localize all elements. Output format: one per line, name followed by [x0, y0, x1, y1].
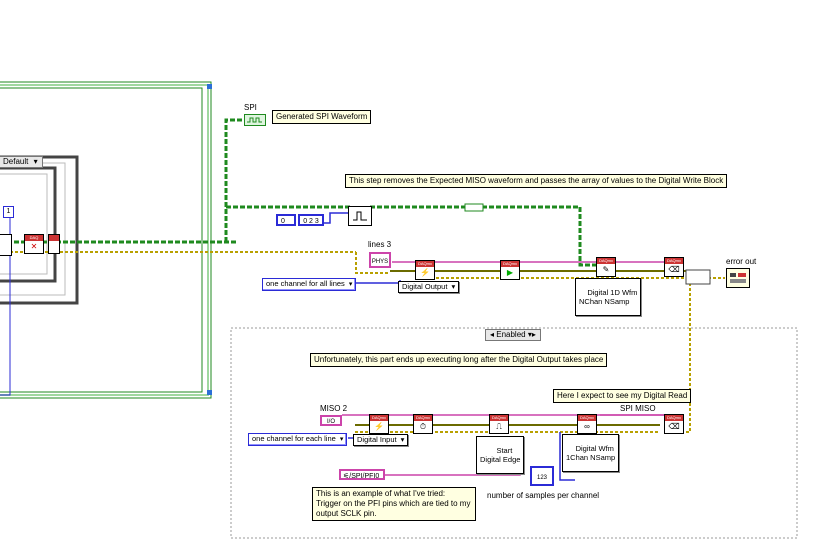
- digital-output-selector[interactable]: Digital Output▾: [398, 281, 460, 293]
- polyring-label: Start Digital Edge: [480, 446, 521, 464]
- case-selector-label: Default: [3, 157, 29, 166]
- digital-1d-wfm-selector[interactable]: Digital 1D Wfm NChan NSamp: [575, 278, 642, 316]
- enabled-label: Enabled: [496, 330, 526, 339]
- lines3-label: lines 3: [368, 240, 392, 249]
- polyring-label: Digital Wfm 1Chan NSamp: [566, 444, 616, 462]
- lines-constant[interactable]: PHYS: [369, 252, 391, 268]
- line-grouping-ring-all[interactable]: one channel for all lines▾: [262, 278, 357, 291]
- chevron-left-icon: ◂: [490, 330, 495, 339]
- num-samples-control[interactable]: 123: [530, 466, 554, 486]
- digital-wfm-1chan-selector[interactable]: Digital Wfm 1Chan NSamp: [562, 434, 620, 472]
- loop-corner-terminal: [207, 84, 212, 89]
- array-subset-icon[interactable]: [348, 206, 372, 226]
- start-digital-edge-selector[interactable]: Start Digital Edge: [476, 436, 525, 474]
- note-removes-expected-miso: This step removes the Expected MISO wave…: [345, 174, 728, 188]
- spi-miso-label: SPI MISO: [620, 404, 656, 413]
- num-samples-label: number of samples per channel: [487, 491, 600, 500]
- daqmx-create-channel-bottom[interactable]: DAQmx⚡: [369, 414, 389, 434]
- miso-constant[interactable]: I/O: [320, 415, 342, 426]
- spi-label: SPI: [244, 103, 257, 112]
- note-generated-spi-waveform: Generated SPI Waveform: [272, 110, 372, 124]
- note-expect-digital-read: Here I expect to see my Digital Read: [553, 389, 692, 403]
- note-unfortunately: Unfortunately, this part ends up executi…: [310, 353, 608, 367]
- chevron-down-icon: ▾▸: [527, 330, 536, 339]
- case-structure-frame[interactable]: [0, 155, 79, 305]
- chevron-down-icon: ▾: [400, 435, 405, 444]
- note-example-tried: This is an example of what I've tried: T…: [312, 487, 476, 521]
- loop-corner-terminal: [207, 390, 212, 395]
- tunnel-node: [48, 234, 60, 254]
- spi-indicator-icon[interactable]: [244, 114, 266, 126]
- line-grouping-ring-each[interactable]: one channel for each line▾: [248, 433, 348, 446]
- left-node[interactable]: [0, 234, 12, 256]
- digital-input-selector[interactable]: Digital Input▾: [353, 434, 409, 446]
- daqmx-subvi-left[interactable]: DAQ✕: [24, 234, 44, 254]
- chevron-down-icon: ▾: [339, 436, 344, 443]
- daqmx-clear-top[interactable]: DAQmx⌫: [664, 257, 684, 277]
- daqmx-clear-bottom[interactable]: DAQmx⌫: [664, 414, 684, 434]
- chevron-down-icon: ▾: [348, 281, 353, 288]
- error-out-label: error out: [726, 257, 757, 266]
- pfi-icon: ⚟: [343, 473, 350, 480]
- miso2-label: MISO 2: [320, 404, 348, 413]
- polyring-label: Digital Output: [402, 282, 448, 291]
- index-constant[interactable]: 0: [276, 214, 296, 226]
- error-out-icon[interactable]: [726, 268, 750, 288]
- daqmx-write[interactable]: DAQmx✎: [596, 257, 616, 277]
- array-constant-023[interactable]: 0 2 3: [298, 214, 324, 226]
- daqmx-timing-top[interactable]: DAQmx▶: [500, 260, 520, 280]
- ring-label: one channel for all lines: [266, 279, 345, 288]
- daqmx-read[interactable]: DAQmx∞: [577, 414, 597, 434]
- polyring-label: Digital Input: [357, 435, 397, 444]
- pfi-terminal-value: /SPI/PFI0: [349, 473, 380, 480]
- chevron-down-icon: ▾: [451, 282, 456, 291]
- daqmx-create-channel-top[interactable]: DAQmx⚡: [415, 260, 435, 280]
- polyring-label: Digital 1D Wfm NChan NSamp: [579, 288, 638, 306]
- chevron-down-icon: ▾: [33, 157, 38, 166]
- numeric-constant-1[interactable]: 1: [3, 206, 14, 218]
- enabled-case-selector[interactable]: ◂ Enabled ▾▸: [485, 329, 541, 341]
- while-loop-frame[interactable]: [0, 81, 212, 399]
- daqmx-timing-bottom[interactable]: DAQmx⏱: [413, 414, 433, 434]
- ring-label: one channel for each line: [252, 434, 336, 443]
- case-selector-default[interactable]: Default ▾: [0, 156, 43, 168]
- daqmx-trigger[interactable]: DAQmx⎍: [489, 414, 509, 434]
- pfi-terminal-constant[interactable]: ⚟/SPI/PFI0: [339, 469, 385, 480]
